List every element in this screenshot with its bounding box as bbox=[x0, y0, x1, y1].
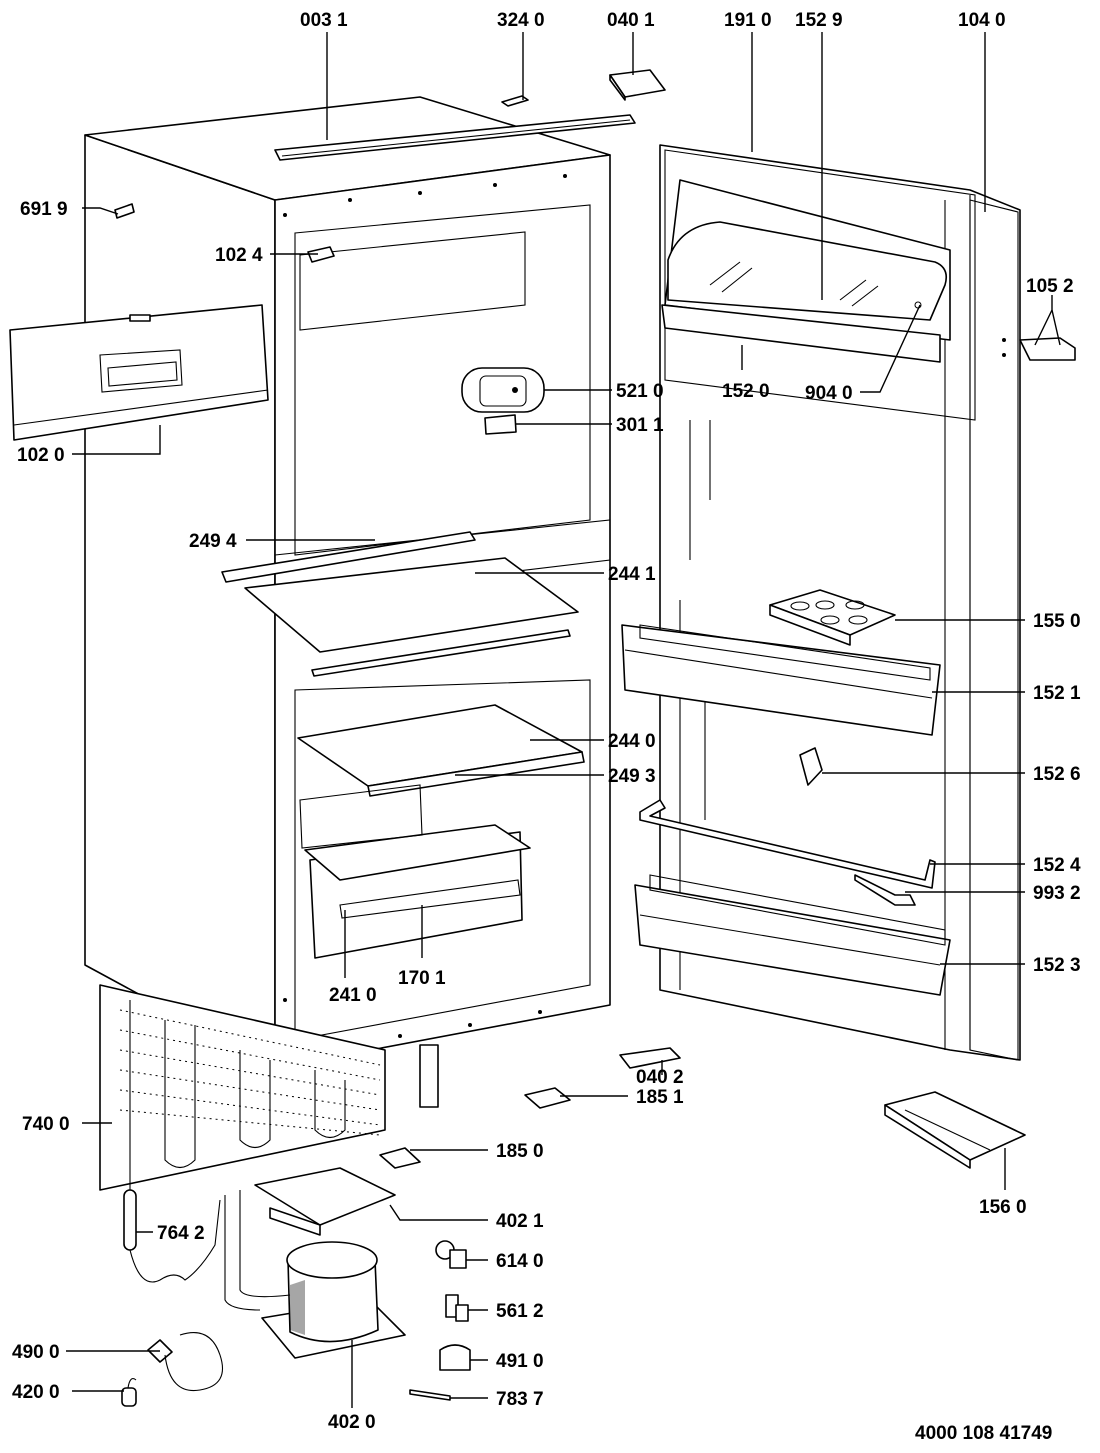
freezer-flap bbox=[9, 304, 269, 441]
part-labels: 003 1 324 0 040 1 191 0 152 9 104 0 691 … bbox=[12, 10, 1081, 1444]
part-label: 764 2 bbox=[157, 1223, 205, 1244]
compressor bbox=[224, 1190, 406, 1359]
relay-614 bbox=[435, 1240, 467, 1269]
part-label: 324 0 bbox=[497, 10, 545, 31]
part-label: 152 9 bbox=[795, 10, 843, 31]
part-label: 152 4 bbox=[1033, 855, 1081, 876]
ice-tray bbox=[884, 1091, 1026, 1169]
part-label: 402 0 bbox=[328, 1412, 376, 1433]
part-label: 185 0 bbox=[496, 1141, 544, 1162]
part-label: 152 3 bbox=[1033, 955, 1081, 976]
document-number: 4000 108 41749 bbox=[915, 1423, 1052, 1444]
part-label: 249 4 bbox=[189, 531, 237, 552]
leader-lines bbox=[66, 32, 1061, 1408]
bracket-185-0 bbox=[379, 1147, 421, 1169]
part-label: 156 0 bbox=[979, 1197, 1027, 1218]
door-bin-upper bbox=[621, 624, 941, 736]
part-label: 241 0 bbox=[329, 985, 377, 1006]
label-plate bbox=[484, 414, 517, 435]
part-label: 521 0 bbox=[616, 381, 664, 402]
part-label: 191 0 bbox=[724, 10, 772, 31]
relay-561 bbox=[445, 1294, 469, 1322]
door-rail bbox=[639, 799, 936, 889]
mains-cable bbox=[147, 1331, 224, 1392]
part-label: 003 1 bbox=[300, 10, 348, 31]
hinge-lower bbox=[619, 1047, 681, 1069]
part-label: 244 1 bbox=[608, 564, 656, 585]
part-label: 491 0 bbox=[496, 1351, 544, 1372]
cable-clip bbox=[121, 1378, 137, 1407]
part-label: 301 1 bbox=[616, 415, 664, 436]
part-label: 152 6 bbox=[1033, 764, 1081, 785]
part-label: 904 0 bbox=[805, 383, 853, 404]
capillary-tube bbox=[123, 1000, 221, 1283]
part-label: 105 2 bbox=[1026, 276, 1074, 297]
dairy-compartment bbox=[661, 179, 951, 363]
part-label: 102 4 bbox=[215, 245, 263, 266]
part-label: 102 0 bbox=[17, 445, 65, 466]
part-label: 185 1 bbox=[636, 1087, 684, 1108]
part-label: 691 9 bbox=[20, 199, 68, 220]
glass-shelf-upper bbox=[221, 531, 579, 677]
part-label: 614 0 bbox=[496, 1251, 544, 1272]
bin-clip bbox=[799, 747, 823, 786]
crisper-drawer bbox=[299, 784, 531, 959]
thermostat-housing bbox=[461, 367, 545, 413]
part-label: 104 0 bbox=[958, 10, 1006, 31]
part-label: 249 3 bbox=[608, 766, 656, 787]
cover-491 bbox=[439, 1344, 471, 1371]
part-label: 783 7 bbox=[496, 1389, 544, 1410]
part-label: 152 1 bbox=[1033, 683, 1081, 704]
door-bin-lower bbox=[634, 874, 951, 996]
hinge-upper bbox=[1019, 337, 1076, 361]
part-label: 244 0 bbox=[608, 731, 656, 752]
condenser bbox=[99, 984, 439, 1191]
glass-shelf-lower bbox=[297, 704, 585, 797]
part-label: 740 0 bbox=[22, 1114, 70, 1135]
part-label: 420 0 bbox=[12, 1382, 60, 1403]
part-label: 040 2 bbox=[636, 1067, 684, 1088]
capacitor-783 bbox=[409, 1389, 451, 1401]
egg-tray bbox=[769, 589, 896, 646]
part-label: 993 2 bbox=[1033, 883, 1081, 904]
part-label: 152 0 bbox=[722, 381, 770, 402]
part-label: 402 1 bbox=[496, 1211, 544, 1232]
part-label: 561 2 bbox=[496, 1301, 544, 1322]
bracket-185-1 bbox=[524, 1087, 571, 1109]
compressor-bracket bbox=[254, 1167, 396, 1236]
part-label: 155 0 bbox=[1033, 611, 1081, 632]
part-label: 490 0 bbox=[12, 1342, 60, 1363]
part-label: 040 1 bbox=[607, 10, 655, 31]
part-label: 170 1 bbox=[398, 968, 446, 989]
door-switch bbox=[854, 874, 916, 906]
